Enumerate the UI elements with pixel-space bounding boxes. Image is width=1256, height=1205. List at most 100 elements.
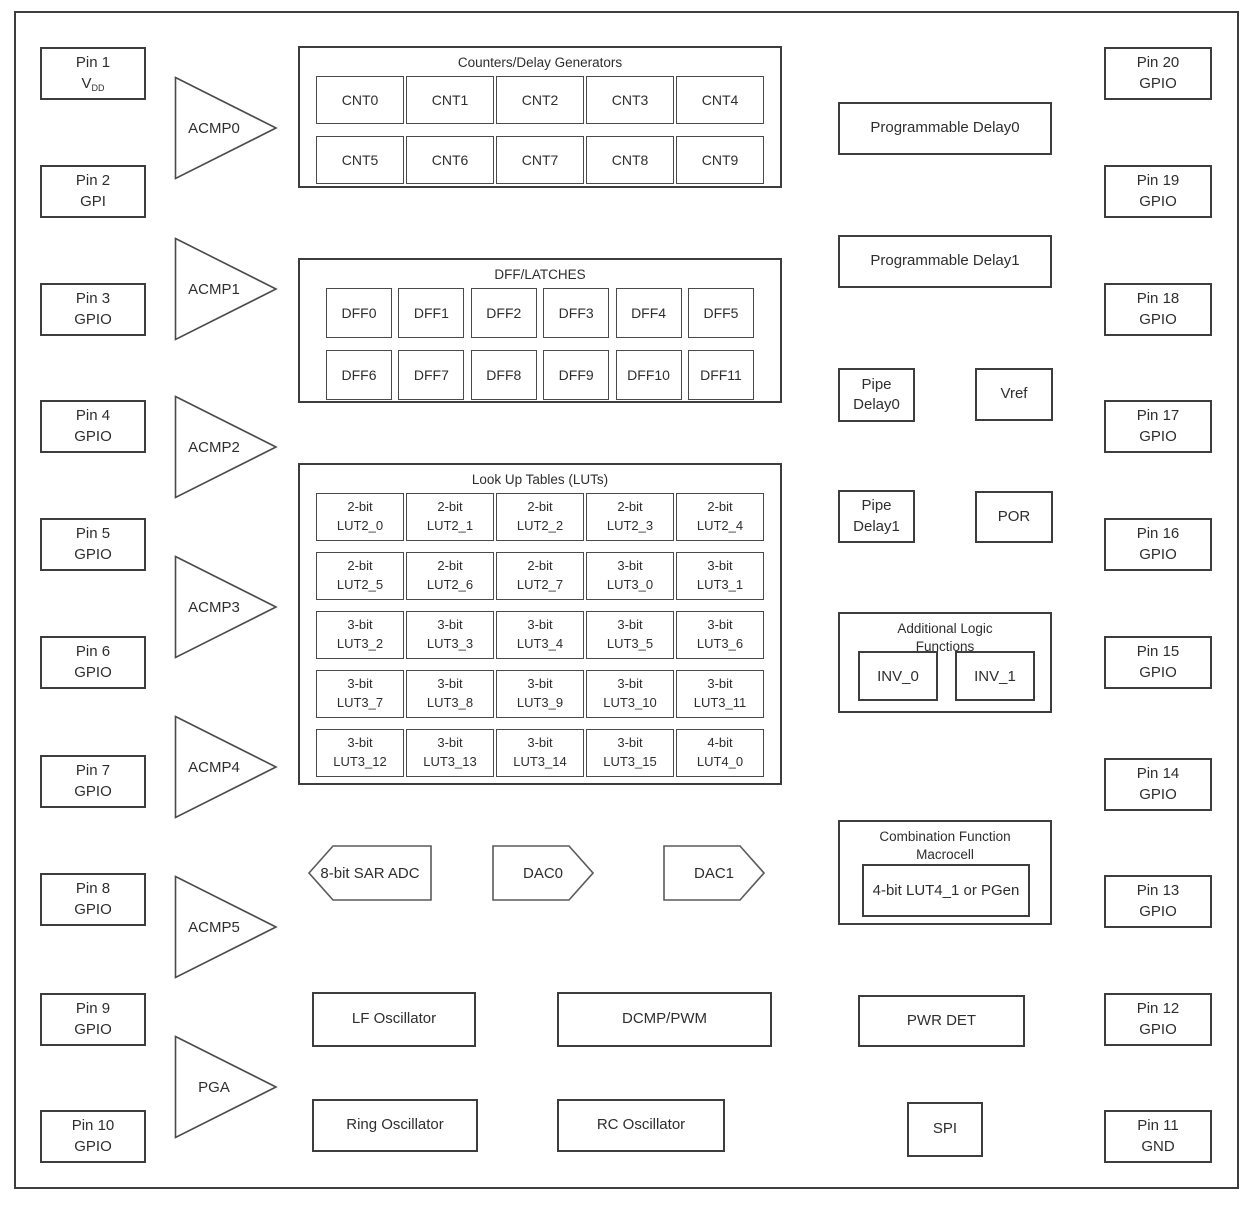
additional-logic-group: Additional Logic Functions INV_0 INV_1 — [838, 612, 1052, 713]
pin-number: Pin 20 — [1136, 54, 1180, 72]
sar-adc-shape: 8-bit SAR ADC — [308, 845, 432, 901]
cnt4-cell: CNT4 — [676, 75, 764, 124]
programmable-delay0-box: Programmable Delay0 — [838, 102, 1052, 155]
cnt6-cell: CNT6 — [406, 135, 494, 184]
pin-number: Pin 2 — [75, 172, 111, 190]
macrocell-group: Combination Function Macrocell 4-bit LUT… — [838, 820, 1052, 925]
dff10-cell: DFF10 — [615, 349, 682, 400]
pga-triangle: PGA — [174, 1035, 278, 1139]
cnt9-cell: CNT9 — [676, 135, 764, 184]
pin-function: GPIO — [1139, 785, 1177, 803]
pentagon-left-shape — [308, 845, 432, 901]
pin-number: Pin 3 — [75, 290, 111, 308]
pin-function: GPIO — [74, 1137, 112, 1155]
cnt8-cell: CNT8 — [586, 135, 674, 184]
pipe-delay1-line2: Delay1 — [853, 517, 900, 535]
pin-number: Pin 15 — [1136, 643, 1180, 661]
pga-label: PGA — [198, 1078, 230, 1096]
pin-number: Pin 17 — [1136, 407, 1180, 425]
pin-8: Pin 8 GPIO — [40, 873, 146, 926]
pin-function: GPIO — [1139, 310, 1177, 328]
pentagon-right-shape — [663, 845, 765, 901]
spi-box: SPI — [907, 1102, 983, 1157]
acmp5-label: ACMP5 — [188, 918, 240, 936]
triangle-shape — [174, 875, 278, 979]
pin-number: Pin 8 — [75, 880, 111, 898]
counters-row-2: CNT5 CNT6 CNT7 CNT8 CNT9 — [300, 135, 780, 184]
acmp0-triangle: ACMP0 — [174, 76, 278, 180]
dff2-cell: DFF2 — [470, 287, 537, 338]
pin-function: GPIO — [1139, 192, 1177, 210]
dff4-cell: DFF4 — [615, 287, 682, 338]
acmp4-triangle: ACMP4 — [174, 715, 278, 819]
pipe-delay0-box: Pipe Delay0 — [838, 368, 915, 422]
pin-10: Pin 10 GPIO — [40, 1110, 146, 1163]
pin-number: Pin 9 — [75, 1000, 111, 1018]
pin-number: Pin 12 — [1136, 1000, 1180, 1018]
pin-number: Pin 6 — [75, 643, 111, 661]
programmable-delay1-box: Programmable Delay1 — [838, 235, 1052, 288]
pipe-delay0-line2: Delay0 — [853, 396, 900, 413]
vref-box: Vref — [975, 368, 1053, 421]
acmp4-label: ACMP4 — [188, 758, 240, 776]
acmp2-label: ACMP2 — [188, 438, 240, 456]
triangle-shape — [174, 76, 278, 180]
acmp1-triangle: ACMP1 — [174, 237, 278, 341]
dff1-cell: DFF1 — [398, 287, 465, 338]
dff6-cell: DFF6 — [326, 349, 392, 400]
pin-number: Pin 11 — [1137, 1117, 1179, 1135]
additional-logic-title: Additional Logic Functions — [897, 621, 993, 654]
dff7-cell: DFF7 — [398, 349, 465, 400]
pentagon-right-shape — [492, 845, 594, 901]
acmp0-label: ACMP0 — [188, 119, 240, 137]
pipe-delay1-box: Pipe Delay1 — [838, 490, 915, 543]
inv1-cell: INV_1 — [955, 651, 1035, 701]
acmp1-label: ACMP1 — [188, 280, 240, 298]
inv0-cell: INV_0 — [858, 651, 938, 701]
dac0-label: DAC0 — [522, 864, 563, 882]
pin-14: Pin 14 GPIO — [1104, 758, 1212, 811]
diagram-border — [14, 11, 1239, 1189]
pin-function: GPIO — [1139, 1020, 1177, 1038]
pipe-delay0-line1: Pipe — [861, 375, 892, 393]
pipe-delay1-line1: Pipe — [861, 497, 892, 515]
pin-number: Pin 5 — [75, 525, 111, 543]
por-box: POR — [975, 491, 1053, 543]
acmp2-triangle: ACMP2 — [174, 395, 278, 499]
pin-9: Pin 9 GPIO — [40, 993, 146, 1046]
dff5-cell: DFF5 — [687, 287, 754, 338]
pin-function: GPIO — [74, 427, 112, 445]
pin-function: GPIO — [74, 310, 112, 328]
pin-13: Pin 13 GPIO — [1104, 875, 1212, 928]
lut4-1-pgen-cell: 4-bit LUT4_1 or PGen — [862, 864, 1030, 917]
pin-number: Pin 19 — [1136, 172, 1180, 190]
counters-row-1: CNT0 CNT1 CNT2 CNT3 CNT4 — [300, 75, 780, 124]
cnt7-cell: CNT7 — [496, 135, 584, 184]
pin-number: Pin 10 — [71, 1117, 115, 1135]
acmp3-triangle: ACMP3 — [174, 555, 278, 659]
dff-row-1: DFF0 DFF1 DFF2 DFF3 DFF4 DFF5 — [300, 287, 780, 338]
cnt1-cell: CNT1 — [406, 75, 494, 124]
pin-function: GPIO — [74, 663, 112, 681]
pin-number: Pin 18 — [1136, 290, 1180, 308]
triangle-shape — [174, 237, 278, 341]
pin-function: GPIO — [1139, 545, 1177, 563]
